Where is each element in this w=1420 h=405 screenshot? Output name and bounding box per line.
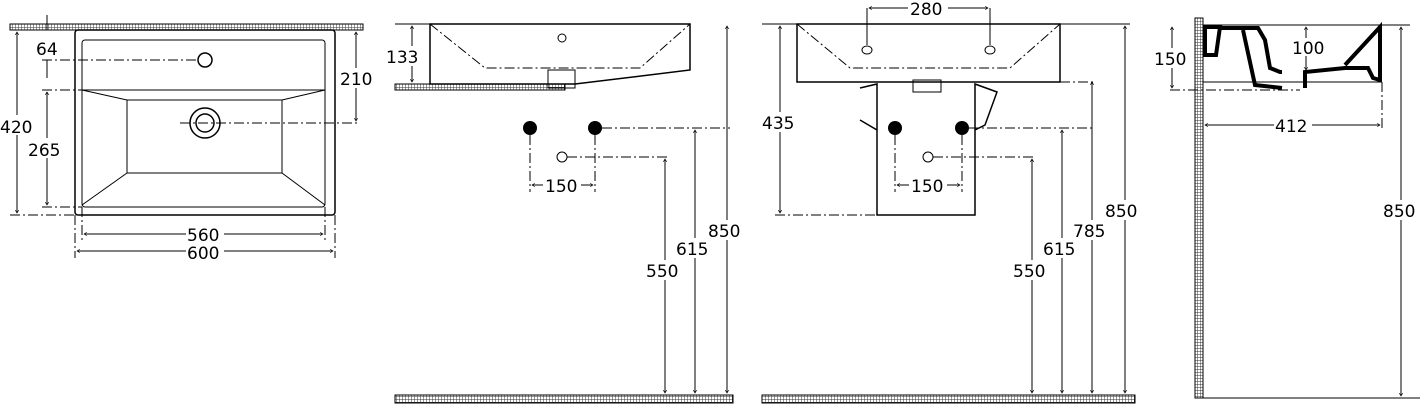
side-view: 133 150 550 615 850 [384,23,746,404]
dim-560: 560 [187,226,219,246]
basin-side-outline [429,23,691,85]
dim-412: 412 [1275,117,1307,137]
waste-outlet [922,151,934,163]
basin-front-outline [796,23,1061,83]
dim-850: 850 [1105,202,1137,222]
wall-hatch [394,83,566,91]
top-view: 420 265 64 210 560 600 [0,15,374,264]
section-view: 150 100 412 850 [1152,17,1420,399]
floor-hatch [761,394,1136,404]
wall-hatch [9,23,364,31]
dim-150: 150 [911,177,943,197]
dim-100: 100 [1292,39,1324,59]
water-inlet-hole [588,121,602,135]
dim-785: 785 [1073,222,1105,242]
dim-280: 280 [910,0,942,20]
floor-hatch [394,394,734,404]
wall-hatch [1194,17,1204,399]
dim-615: 615 [1043,240,1075,260]
dim-435: 435 [762,114,794,134]
water-inlet-hole [955,121,969,135]
water-inlet-hole [888,121,902,135]
dim-550: 550 [646,262,678,282]
dim-615: 615 [676,240,708,260]
dim-150: 150 [1154,50,1186,70]
waste-outlet [556,151,568,163]
dim-210: 210 [340,70,372,90]
dim-600: 600 [187,244,219,264]
pedestal [859,82,998,216]
dim-850: 850 [708,222,740,242]
dim-150: 150 [545,177,577,197]
tap-hole [197,52,213,68]
front-view: 280 150 435 550 615 785 850 [761,0,1143,404]
basin-section-profile [1203,21,1382,90]
dim-420: 420 [0,118,32,138]
dim-133: 133 [386,48,418,68]
water-inlet-hole [523,121,537,135]
dim-64: 64 [36,40,58,60]
dim-265: 265 [28,141,60,161]
dim-550: 550 [1013,262,1045,282]
dim-850: 850 [1383,202,1415,222]
basin-outline [74,29,336,216]
